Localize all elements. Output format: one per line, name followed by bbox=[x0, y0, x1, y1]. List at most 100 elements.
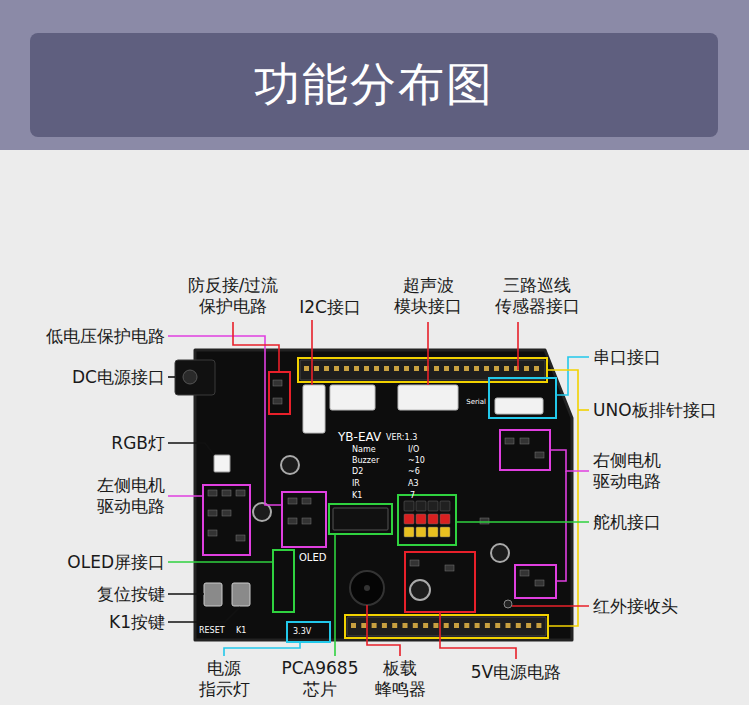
leader-line bbox=[556, 471, 566, 581]
header-pin bbox=[494, 366, 499, 371]
callout-label: 舵机接口 bbox=[593, 512, 661, 533]
pca9685-chip bbox=[333, 508, 388, 530]
header-pin bbox=[464, 366, 469, 371]
board-marking: 3.3V bbox=[293, 627, 311, 637]
leader-line bbox=[334, 534, 336, 656]
leader-line bbox=[168, 336, 282, 505]
leader-line bbox=[440, 612, 516, 659]
jst-connector bbox=[330, 385, 375, 410]
servo-pin bbox=[428, 501, 438, 511]
highlight-box bbox=[405, 552, 475, 612]
jst-connector bbox=[303, 385, 325, 433]
board-marking: RESET bbox=[199, 626, 225, 636]
callout-label: DC电源接口 bbox=[72, 367, 165, 388]
callout-label: 电源 指示灯 bbox=[194, 658, 254, 700]
smd-part bbox=[208, 530, 217, 536]
rgb-led bbox=[214, 455, 230, 472]
smd-part bbox=[208, 490, 217, 496]
leader-line bbox=[456, 521, 589, 523]
header-pin bbox=[536, 623, 541, 628]
header-pin bbox=[374, 366, 379, 371]
header-pin bbox=[433, 623, 438, 628]
highlight-box bbox=[329, 504, 392, 534]
smd-part bbox=[222, 490, 231, 496]
capacitor bbox=[281, 456, 299, 474]
callout-label: 红外接收头 bbox=[593, 596, 678, 617]
k1-button bbox=[232, 583, 250, 606]
smd-part bbox=[410, 560, 419, 566]
highlight-box bbox=[500, 430, 550, 470]
header-pin bbox=[534, 366, 539, 371]
servo-pin bbox=[416, 501, 426, 511]
header-pin bbox=[444, 366, 449, 371]
jst-connector bbox=[398, 385, 458, 410]
board-marking: OLED bbox=[299, 552, 326, 564]
board-marking: A3 bbox=[408, 479, 419, 489]
dc-jack bbox=[175, 360, 215, 395]
callout-label: PCA9685 芯片 bbox=[274, 658, 366, 700]
callout-label: 超声波 模块接口 bbox=[382, 275, 474, 317]
leader-line bbox=[367, 605, 400, 656]
title-band bbox=[30, 33, 718, 137]
callout-label: RGB灯 bbox=[111, 433, 165, 454]
highlight-box bbox=[269, 372, 290, 414]
header-pin bbox=[324, 366, 329, 371]
servo-pin bbox=[440, 501, 450, 511]
smd-part bbox=[273, 380, 282, 386]
servo-pin bbox=[440, 527, 450, 537]
title: 功能分布图 bbox=[30, 33, 718, 137]
leader-line bbox=[168, 495, 203, 497]
leader-line bbox=[224, 642, 300, 656]
board-marking: YB-EAV bbox=[338, 430, 381, 444]
leader-line bbox=[517, 322, 519, 370]
smd-part bbox=[222, 510, 231, 516]
dc-jack-hole bbox=[183, 370, 197, 384]
callout-label: 板载 蜂鸣器 bbox=[370, 658, 430, 700]
highlight-box bbox=[489, 378, 556, 418]
header-pin bbox=[464, 623, 469, 628]
smd-part bbox=[288, 518, 297, 524]
servo-pin bbox=[404, 527, 414, 537]
leader-line bbox=[168, 607, 240, 622]
smd-part bbox=[236, 535, 245, 541]
header-pin bbox=[304, 366, 309, 371]
smd-part bbox=[236, 490, 245, 496]
servo-pin bbox=[428, 514, 438, 524]
buzzer bbox=[350, 571, 384, 605]
callout-label: 串口接口 bbox=[593, 347, 661, 368]
callout-label: 防反接/过流 保护电路 bbox=[177, 275, 289, 317]
leader-line bbox=[311, 320, 313, 385]
callout-label: 低电压保护电路 bbox=[46, 326, 165, 347]
board-marking: ~10 bbox=[408, 456, 425, 466]
callout-label: K1按键 bbox=[109, 612, 165, 633]
smd-part bbox=[535, 580, 544, 586]
leader-line bbox=[547, 370, 578, 626]
servo-pin bbox=[440, 514, 450, 524]
board-marking: ~6 bbox=[408, 467, 420, 477]
header-pin bbox=[485, 623, 490, 628]
header-pin bbox=[423, 623, 428, 628]
ir-receiver bbox=[504, 600, 512, 608]
servo-pin bbox=[428, 527, 438, 537]
jst-connector bbox=[495, 398, 543, 414]
header-pin bbox=[504, 366, 509, 371]
board-marking: Serial bbox=[466, 398, 486, 406]
smd-part bbox=[302, 518, 311, 524]
header-pin bbox=[392, 623, 397, 628]
servo-pin bbox=[416, 514, 426, 524]
leader-line bbox=[233, 322, 279, 372]
leader-line bbox=[550, 450, 589, 471]
callout-label: 左侧电机 驱动电路 bbox=[75, 475, 165, 517]
header-pin bbox=[413, 623, 418, 628]
board-marking: 7 bbox=[410, 491, 415, 501]
smd-part bbox=[288, 498, 297, 504]
highlight-box bbox=[282, 492, 326, 547]
header-pin bbox=[516, 623, 521, 628]
header-pin bbox=[526, 623, 531, 628]
callout-label: 复位按键 bbox=[97, 584, 165, 605]
smd-part bbox=[505, 438, 514, 444]
callout-label: I2C接口 bbox=[299, 297, 361, 318]
servo-pin bbox=[404, 514, 414, 524]
header-pin bbox=[384, 366, 389, 371]
header-pin bbox=[434, 366, 439, 371]
